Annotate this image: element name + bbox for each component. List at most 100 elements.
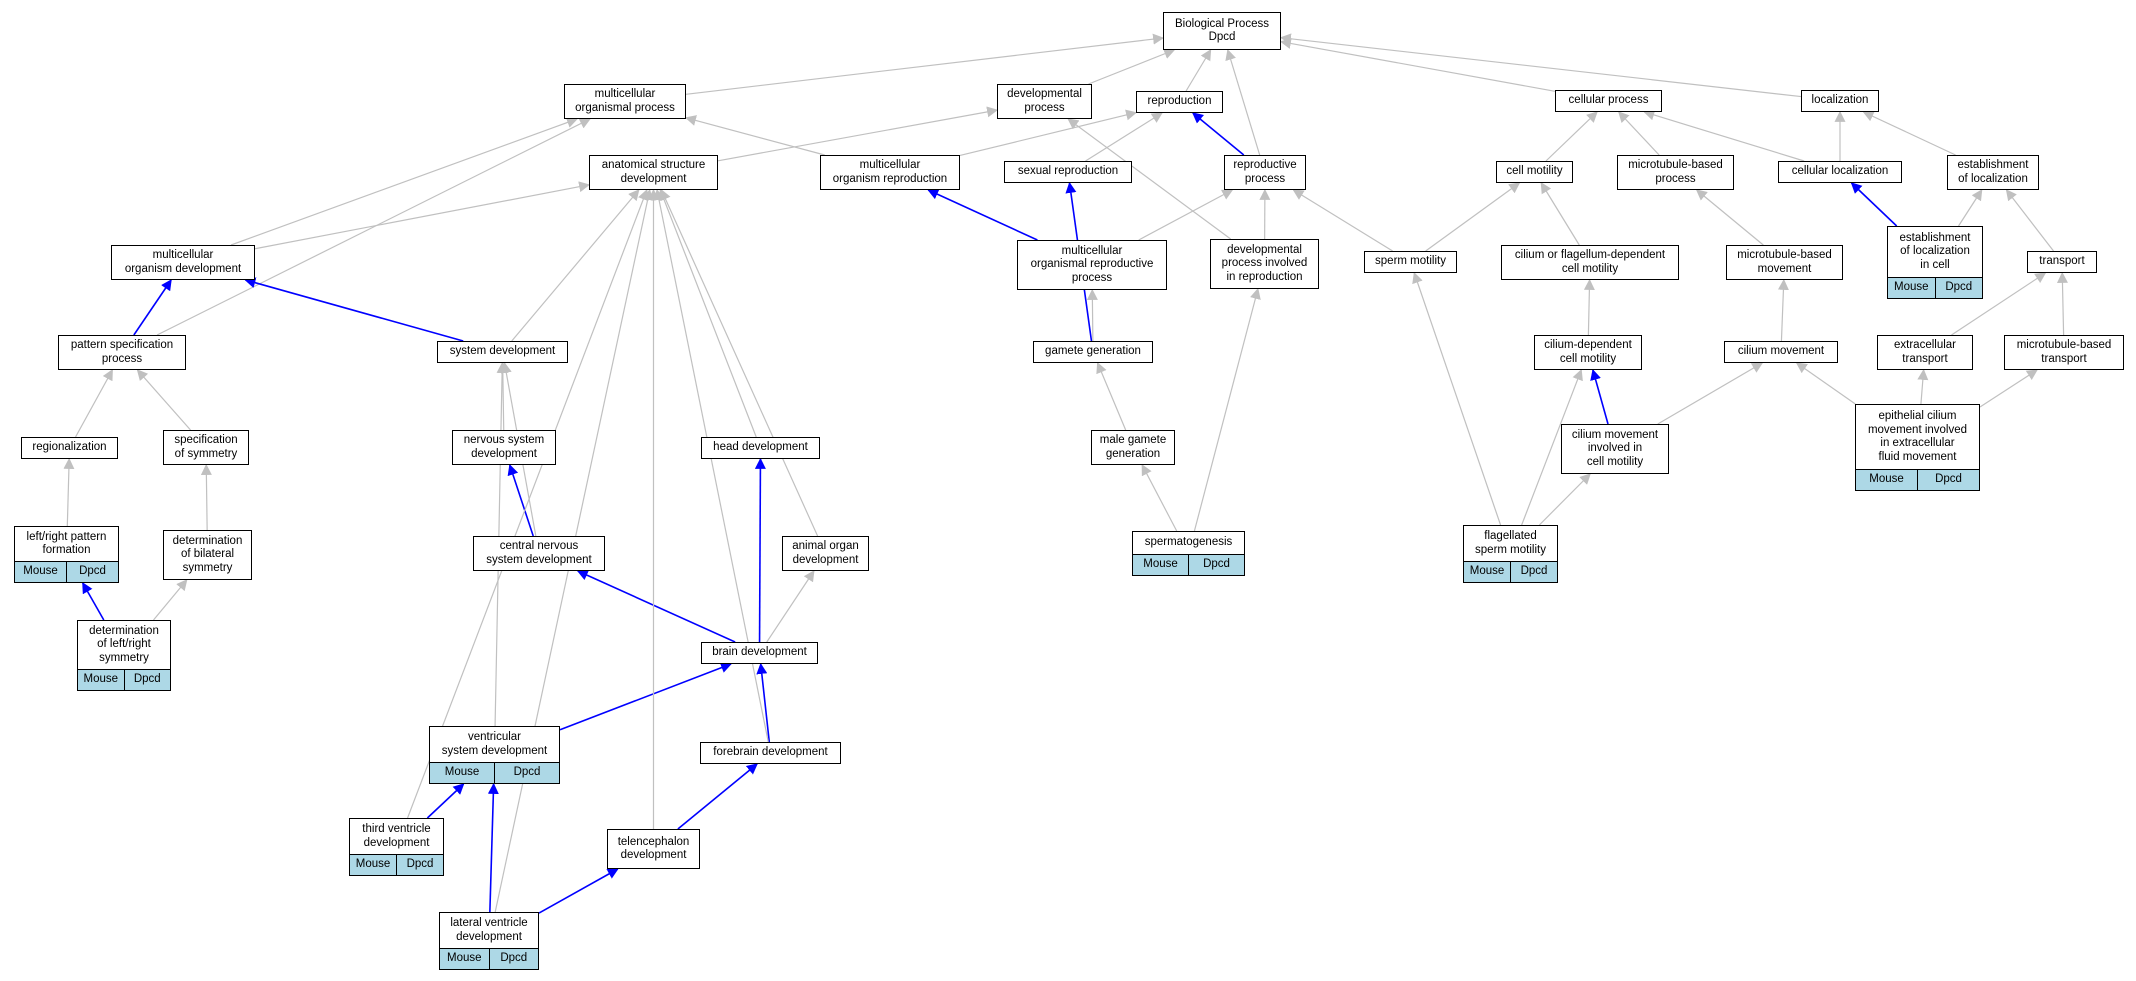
term-node-multicellular-organism-reproduction[interactable]: multicellular organism reproduction	[820, 155, 960, 190]
term-label[interactable]: pattern specification process	[70, 339, 174, 365]
term-node-reproduction[interactable]: reproduction	[1136, 91, 1223, 113]
term-node-brain-development[interactable]: brain development	[701, 642, 818, 664]
term-label[interactable]: developmental process involved in reprod…	[1221, 243, 1308, 283]
term-node-localization[interactable]: localization	[1801, 90, 1879, 112]
mouse-annotation-cell[interactable]: Mouse	[440, 949, 489, 969]
term-label[interactable]: reproductive process	[1233, 159, 1297, 185]
term-node-pattern-specification-process[interactable]: pattern specification process	[58, 335, 186, 370]
term-label[interactable]: nervous system development	[463, 434, 545, 460]
term-node-microtubule-based-process[interactable]: microtubule-based process	[1617, 155, 1734, 190]
term-label[interactable]: determination of left/right symmetry	[89, 624, 159, 664]
term-node-cell-motility[interactable]: cell motility	[1496, 161, 1573, 183]
term-label[interactable]: ventricular system development	[441, 731, 548, 757]
mouse-annotation-cell[interactable]: Mouse	[350, 855, 396, 875]
mouse-annotation-cell[interactable]: Mouse	[1464, 562, 1510, 582]
term-label[interactable]: multicellular organism reproduction	[832, 159, 948, 185]
dpcd-annotation-cell[interactable]: Dpcd	[1934, 278, 1982, 298]
term-node-cellular-localization[interactable]: cellular localization	[1778, 161, 1902, 183]
term-label[interactable]: microtubule-based movement	[1737, 249, 1832, 275]
mouse-annotation-cell[interactable]: Mouse	[78, 670, 124, 690]
term-label[interactable]: flagellated sperm motility	[1475, 530, 1546, 556]
term-label[interactable]: cilium movement	[1737, 345, 1825, 358]
term-label[interactable]: spermatogenesis	[1144, 536, 1233, 549]
term-node-reproductive-process[interactable]: reproductive process	[1224, 155, 1306, 190]
term-label[interactable]: epithelial cilium movement involved in e…	[1867, 410, 1968, 463]
term-label[interactable]: cell motility	[1506, 165, 1563, 178]
term-label[interactable]: cilium-dependent cell motility	[1544, 339, 1632, 365]
term-node-sexual-reproduction[interactable]: sexual reproduction	[1004, 161, 1132, 183]
mouse-annotation-cell[interactable]: Mouse	[1888, 278, 1935, 298]
dpcd-annotation-cell[interactable]: Dpcd	[1510, 562, 1557, 582]
term-label[interactable]: multicellular organismal reproductive pr…	[1030, 244, 1154, 284]
term-node-cilium-dependent-cell-motility[interactable]: cilium-dependent cell motility	[1534, 335, 1642, 370]
term-label[interactable]: Biological Process Dpcd	[1175, 17, 1269, 44]
term-node-central-nervous-system-development[interactable]: central nervous system development	[473, 536, 605, 571]
dpcd-annotation-cell[interactable]: Dpcd	[494, 763, 559, 783]
term-label[interactable]: forebrain development	[713, 746, 828, 759]
term-node-gamete-generation[interactable]: gamete generation	[1033, 341, 1153, 363]
term-node-telencephalon-development[interactable]: telencephalon development	[607, 829, 700, 869]
term-label[interactable]: cilium movement involved in cell motilit…	[1571, 428, 1659, 468]
term-label[interactable]: brain development	[712, 646, 807, 659]
mouse-annotation-cell[interactable]: Mouse	[1133, 555, 1188, 575]
term-node-head-development[interactable]: head development	[701, 437, 820, 459]
term-label[interactable]: microtubule-based process	[1628, 159, 1723, 185]
term-node-developmental-process-involved-in-reproduction[interactable]: developmental process involved in reprod…	[1210, 239, 1319, 289]
term-label[interactable]: microtubule-based transport	[2016, 339, 2112, 365]
term-label[interactable]: sexual reproduction	[1017, 165, 1119, 178]
term-label[interactable]: establishment of localization in cell	[1899, 231, 1971, 271]
term-node-animal-organ-development[interactable]: animal organ development	[782, 536, 869, 571]
term-label[interactable]: head development	[713, 441, 808, 454]
term-node-nervous-system-development[interactable]: nervous system development	[452, 430, 556, 465]
term-node-male-gamete-generation[interactable]: male gamete generation	[1091, 430, 1175, 465]
term-label[interactable]: system development	[449, 345, 556, 358]
term-label[interactable]: central nervous system development	[486, 540, 592, 566]
term-label[interactable]: developmental process	[1007, 88, 1082, 114]
term-node-multicellular-organism-development[interactable]: multicellular organism development	[111, 245, 255, 280]
term-label[interactable]: animal organ development	[792, 540, 859, 566]
term-label[interactable]: specification of symmetry	[174, 434, 238, 460]
term-node-developmental-process[interactable]: developmental process	[997, 84, 1092, 119]
term-label[interactable]: telencephalon development	[617, 835, 690, 862]
term-label[interactable]: lateral ventricle development	[450, 917, 528, 943]
term-label[interactable]: establishment of localization	[1957, 159, 2029, 185]
term-node-extracellular-transport[interactable]: extracellular transport	[1877, 335, 1973, 370]
term-node-microtubule-based-transport[interactable]: microtubule-based transport	[2004, 335, 2124, 370]
term-label[interactable]: cellular process	[1568, 94, 1649, 107]
term-label[interactable]: gamete generation	[1045, 345, 1141, 358]
term-node-cellular-process[interactable]: cellular process	[1555, 90, 1662, 112]
term-node-cilium-movement-involved-in-cell-motility[interactable]: cilium movement involved in cell motilit…	[1561, 424, 1669, 474]
dpcd-annotation-cell[interactable]: Dpcd	[1917, 470, 1979, 490]
term-node-sperm-motility[interactable]: sperm motility	[1364, 251, 1457, 273]
term-node-epithelial-cilium-movement[interactable]: epithelial cilium movement involved in e…	[1855, 404, 1980, 491]
term-label[interactable]: determination of bilateral symmetry	[172, 534, 243, 574]
term-node-forebrain-development[interactable]: forebrain development	[700, 742, 841, 764]
mouse-annotation-cell[interactable]: Mouse	[430, 763, 494, 783]
term-label[interactable]: multicellular organism development	[124, 249, 242, 275]
term-node-bp[interactable]: Biological Process Dpcd	[1163, 12, 1281, 50]
term-node-specification-of-symmetry[interactable]: specification of symmetry	[163, 430, 249, 465]
term-node-determination-of-bilateral-symmetry[interactable]: determination of bilateral symmetry	[163, 530, 252, 580]
term-label[interactable]: sperm motility	[1375, 255, 1446, 268]
term-node-cilium-or-flagellum-dependent-cell-motility[interactable]: cilium or flagellum-dependent cell motil…	[1501, 245, 1679, 280]
term-label[interactable]: localization	[1811, 94, 1869, 107]
term-label[interactable]: cilium or flagellum-dependent cell motil…	[1514, 249, 1666, 275]
dpcd-annotation-cell[interactable]: Dpcd	[488, 949, 538, 969]
term-label[interactable]: anatomical structure development	[601, 159, 706, 185]
dpcd-annotation-cell[interactable]: Dpcd	[123, 670, 170, 690]
dpcd-annotation-cell[interactable]: Dpcd	[66, 562, 118, 582]
term-node-microtubule-based-movement[interactable]: microtubule-based movement	[1726, 245, 1843, 280]
term-label[interactable]: transport	[2039, 255, 2085, 268]
term-node-establishment-of-localization[interactable]: establishment of localization	[1947, 155, 2039, 190]
term-label[interactable]: extracellular transport	[1894, 339, 1956, 365]
dpcd-annotation-cell[interactable]: Dpcd	[396, 855, 443, 875]
term-node-anatomical-structure-development[interactable]: anatomical structure development	[589, 155, 718, 190]
